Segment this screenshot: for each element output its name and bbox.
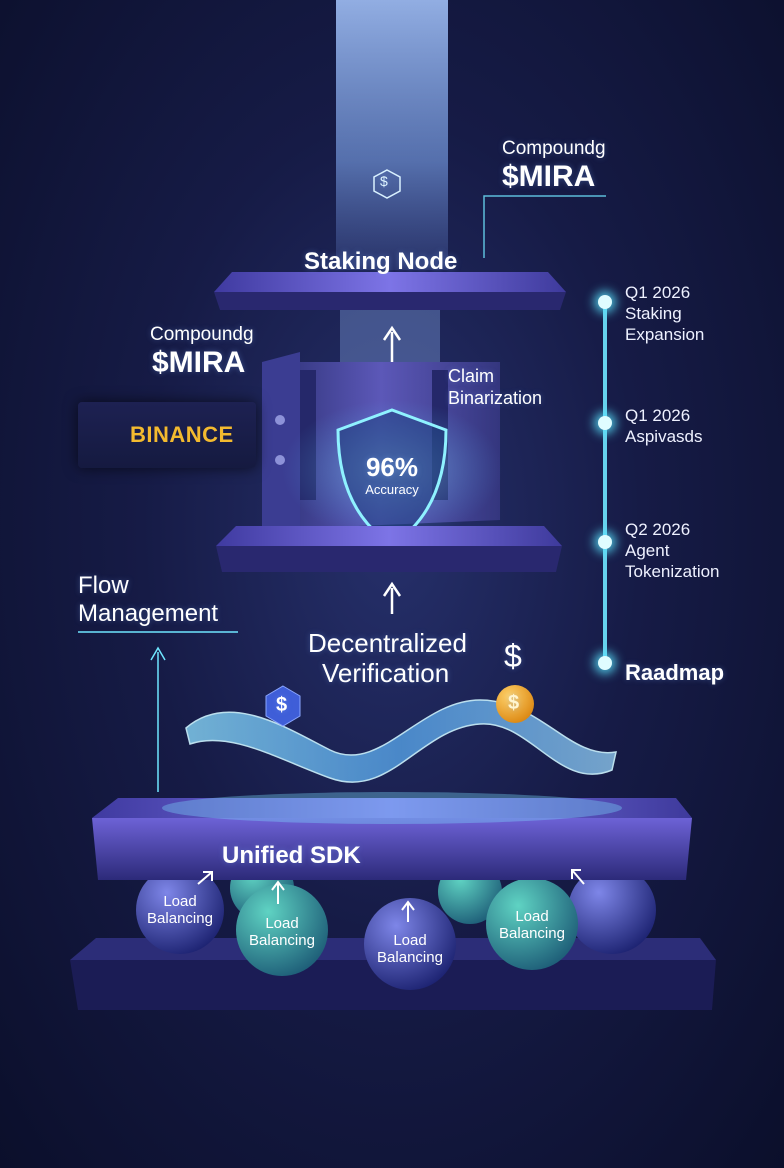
top-compound-label: Compoundg — [502, 138, 606, 159]
flow-label-line1: Flow — [78, 572, 129, 599]
load-balancing-3-line2: Balancing — [377, 949, 443, 966]
data-wave — [185, 699, 617, 783]
roadmap-item-3-line2: Tokenization — [625, 562, 720, 581]
roadmap-dot-2 — [598, 416, 612, 430]
roadmap-dot-3 — [598, 535, 612, 549]
coin-shape — [496, 685, 534, 723]
roadmap-dot-4 — [598, 656, 612, 670]
ball-1 — [136, 866, 224, 954]
load-balancing-2: Load Balancing — [236, 915, 328, 949]
hex-icon-top-shape — [373, 169, 401, 199]
decentralized-label-line2: Verification — [322, 658, 450, 688]
staking-platform-top — [214, 272, 566, 292]
left-compound-label: Compoundg — [150, 324, 254, 345]
hex-dollar-icon: $ — [276, 694, 288, 716]
flow-label-line2: Management — [78, 600, 219, 627]
staking-node-label: Staking Node — [304, 248, 458, 275]
accuracy-caption: Accuracy — [365, 482, 419, 497]
load-balancing-1-line1: Load — [163, 893, 197, 910]
unified-sdk-label: Unified SDK — [222, 842, 361, 869]
load-balancing-4-line1: Load — [515, 908, 549, 925]
load-balancing-2-line1: Load — [265, 915, 299, 932]
load-balancing-1: Load Balancing — [134, 893, 226, 927]
sdk-platform-top — [92, 798, 692, 818]
load-balancing-3: Load Balancing — [364, 932, 456, 966]
load-balancing-2-line2: Balancing — [249, 932, 315, 949]
vault-platform-side — [216, 546, 562, 572]
roadmap-item-1: Q1 2026 Staking Expansion — [625, 282, 704, 345]
roadmap-item-1-line2: Expansion — [625, 325, 705, 344]
roadmap-item-1-line1: Staking — [625, 304, 682, 323]
roadmap-item-3-quarter: Q2 2026 — [625, 520, 691, 539]
waterfall — [336, 0, 448, 270]
sdk-platform-side — [92, 818, 692, 880]
claim-label-line2: Binarization — [448, 388, 543, 408]
ball-2 — [236, 884, 328, 976]
roadmap-item-2: Q1 2026 Aspivasds — [625, 405, 702, 447]
dollar-float-icon: $ — [504, 638, 522, 674]
ball-3 — [364, 898, 456, 990]
staking-platform-side — [214, 292, 566, 310]
roadmap-dot-1 — [598, 295, 612, 309]
top-mira-label: $MIRA — [502, 160, 596, 193]
binance-badge: BINANCE — [78, 402, 256, 468]
roadmap-item-1-quarter: Q1 2026 — [625, 283, 691, 302]
roadmap-item-2-line1: Aspivasds — [625, 427, 703, 446]
dollar-symbol-icon: $ — [380, 173, 388, 189]
load-balancing-3-line1: Load — [393, 932, 427, 949]
claim-label-line1: Claim — [448, 366, 495, 386]
dollar-hex-shape — [265, 685, 301, 727]
binance-text: BINANCE — [130, 422, 234, 447]
load-balancing-4-line2: Balancing — [499, 925, 565, 942]
left-mira-label: $MIRA — [152, 346, 246, 379]
coin-dollar-icon: $ — [508, 692, 520, 714]
load-balancing-1-line2: Balancing — [147, 910, 213, 927]
load-balancing-4: Load Balancing — [486, 908, 578, 942]
ball-4 — [486, 878, 578, 970]
roadmap-title: Raadmap — [625, 660, 725, 685]
ball-6 — [568, 866, 656, 954]
vault-platform-top — [216, 526, 562, 546]
roadmap-item-2-quarter: Q1 2026 — [625, 406, 691, 425]
decentralized-label-line1: Decentralized — [308, 628, 467, 658]
accuracy-value: 96% — [365, 452, 419, 482]
top-label-connector — [483, 195, 606, 258]
roadmap-item-3: Q2 2026 Agent Tokenization — [625, 519, 720, 582]
roadmap-item-3-line1: Agent — [625, 541, 670, 560]
